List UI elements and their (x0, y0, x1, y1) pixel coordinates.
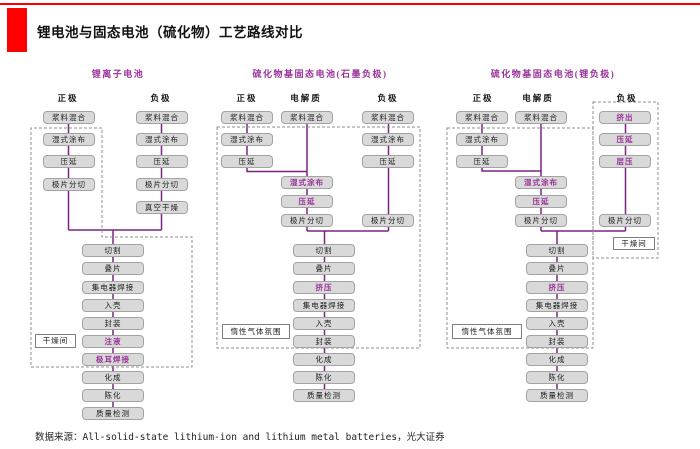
step-box: 质量检测 (82, 407, 144, 420)
battery-type-title: 锂离子电池 (91, 69, 145, 79)
step-box: 浆料混合 (515, 111, 567, 124)
step-box: 浆料混合 (281, 111, 333, 124)
step-box: 浆料混合 (43, 111, 95, 124)
step-box: 陈化 (526, 371, 588, 384)
step-box: 压延 (599, 133, 651, 146)
step-box: 浆料混合 (456, 111, 508, 124)
step-box: 集电器焊接 (526, 299, 588, 312)
step-box: 压延 (136, 155, 188, 168)
step-box: 湿式涂布 (515, 176, 567, 189)
step-box: 叠片 (293, 262, 355, 275)
step-box: 入壳 (526, 317, 588, 330)
step-box: 陈化 (82, 389, 144, 402)
step-box: 真空干燥 (136, 201, 188, 214)
step-box: 极片分切 (515, 214, 567, 227)
step-box: 极片分切 (136, 178, 188, 191)
electrode-label: 负极 (150, 93, 172, 103)
electrode-label: 负极 (377, 93, 399, 103)
step-box: 湿式涂布 (362, 133, 414, 146)
step-box: 挤压 (526, 281, 588, 294)
step-box: 压延 (515, 195, 567, 208)
electrode-label: 正极 (57, 93, 79, 103)
step-box: 压延 (281, 195, 333, 208)
step-box: 封装 (526, 335, 588, 348)
page-title: 锂电池与固态电池（硫化物）工艺路线对比 (37, 25, 303, 40)
step-box: 极耳焊接 (82, 353, 144, 366)
step-box: 化成 (526, 353, 588, 366)
title-accent-block (7, 8, 27, 52)
step-box: 湿式涂布 (43, 133, 95, 146)
environment-label: 干燥间 (35, 334, 76, 348)
step-box: 陈化 (293, 371, 355, 384)
step-box: 挤压 (293, 281, 355, 294)
step-box: 集电器焊接 (293, 299, 355, 312)
step-box: 湿式涂布 (136, 133, 188, 146)
step-box: 切割 (82, 244, 144, 257)
environment-label: 干燥间 (613, 237, 655, 250)
step-box: 封装 (293, 335, 355, 348)
environment-label: 惰性气体氛围 (222, 324, 290, 339)
step-box: 质量检测 (293, 389, 355, 402)
step-box: 挤出 (599, 111, 651, 124)
step-box: 浆料混合 (362, 111, 414, 124)
step-box: 集电器焊接 (82, 281, 144, 294)
step-box: 湿式涂布 (281, 176, 333, 189)
step-box: 湿式涂布 (221, 133, 273, 146)
top-accent-line (0, 3, 700, 5)
electrode-label: 电解质 (290, 93, 322, 103)
step-box: 质量检测 (526, 389, 588, 402)
electrode-label: 正极 (236, 93, 258, 103)
step-box: 浆料混合 (221, 111, 273, 124)
step-box: 极片分切 (362, 214, 414, 227)
battery-type-title: 硫化物基固态电池(石墨负极) (252, 69, 388, 79)
step-box: 切割 (526, 244, 588, 257)
step-box: 入壳 (293, 317, 355, 330)
electrode-label: 负极 (616, 93, 638, 103)
data-source-note: 数据来源：All-solid-state lithium-ion and lit… (35, 432, 445, 443)
step-box: 压延 (221, 155, 273, 168)
step-box: 叠片 (526, 262, 588, 275)
electrode-label: 正极 (472, 93, 494, 103)
step-box: 压延 (362, 155, 414, 168)
step-box: 极片分切 (43, 178, 95, 191)
step-box: 压延 (456, 155, 508, 168)
step-box: 极片分切 (599, 214, 651, 227)
step-box: 入壳 (82, 299, 144, 312)
step-box: 层压 (599, 155, 651, 168)
battery-type-title: 硫化物基固态电池(锂负极) (490, 69, 616, 79)
environment-label: 惰性气体氛围 (452, 324, 522, 339)
step-box: 极片分切 (281, 214, 333, 227)
step-box: 湿式涂布 (456, 133, 508, 146)
step-box: 注液 (82, 335, 144, 348)
step-box: 叠片 (82, 262, 144, 275)
step-box: 化成 (293, 353, 355, 366)
step-box: 切割 (293, 244, 355, 257)
step-box: 化成 (82, 371, 144, 384)
step-box: 浆料混合 (136, 111, 188, 124)
electrode-label: 电解质 (522, 93, 554, 103)
step-box: 封装 (82, 317, 144, 330)
step-box: 压延 (43, 155, 95, 168)
